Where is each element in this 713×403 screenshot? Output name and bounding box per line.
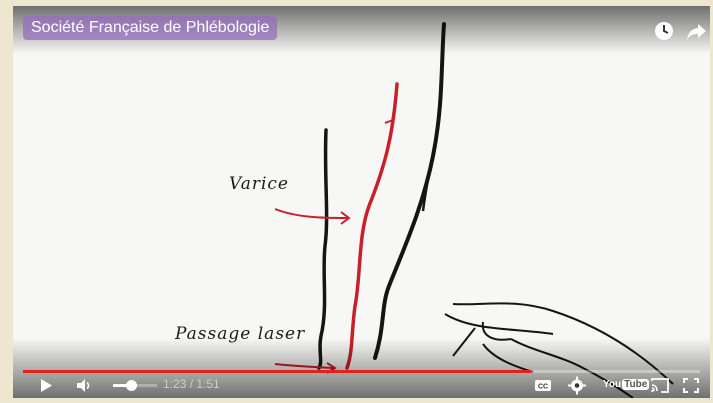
annotation-varice: Varice: [229, 174, 289, 194]
volume-knob[interactable]: [126, 380, 137, 391]
youtube-logo-tube: Tube: [622, 379, 649, 390]
share-arrow-icon[interactable]: [685, 20, 707, 42]
volume-icon[interactable]: [75, 373, 93, 398]
youtube-logo-you: You: [603, 379, 621, 390]
fullscreen-icon[interactable]: [681, 373, 701, 398]
time-display: 1:23 / 1:51: [163, 377, 220, 391]
cc-icon[interactable]: CC: [533, 373, 553, 398]
cast-icon[interactable]: [649, 373, 671, 398]
volume-slider[interactable]: [113, 384, 157, 387]
gear-icon[interactable]: [567, 373, 587, 398]
video-title[interactable]: Société Française de Phlébologie: [23, 16, 277, 40]
video-player[interactable]: Varice Passage laser Société Française d…: [13, 6, 710, 398]
clock-icon[interactable]: [653, 20, 675, 42]
svg-text:CC: CC: [538, 384, 548, 391]
play-icon[interactable]: [37, 373, 55, 398]
